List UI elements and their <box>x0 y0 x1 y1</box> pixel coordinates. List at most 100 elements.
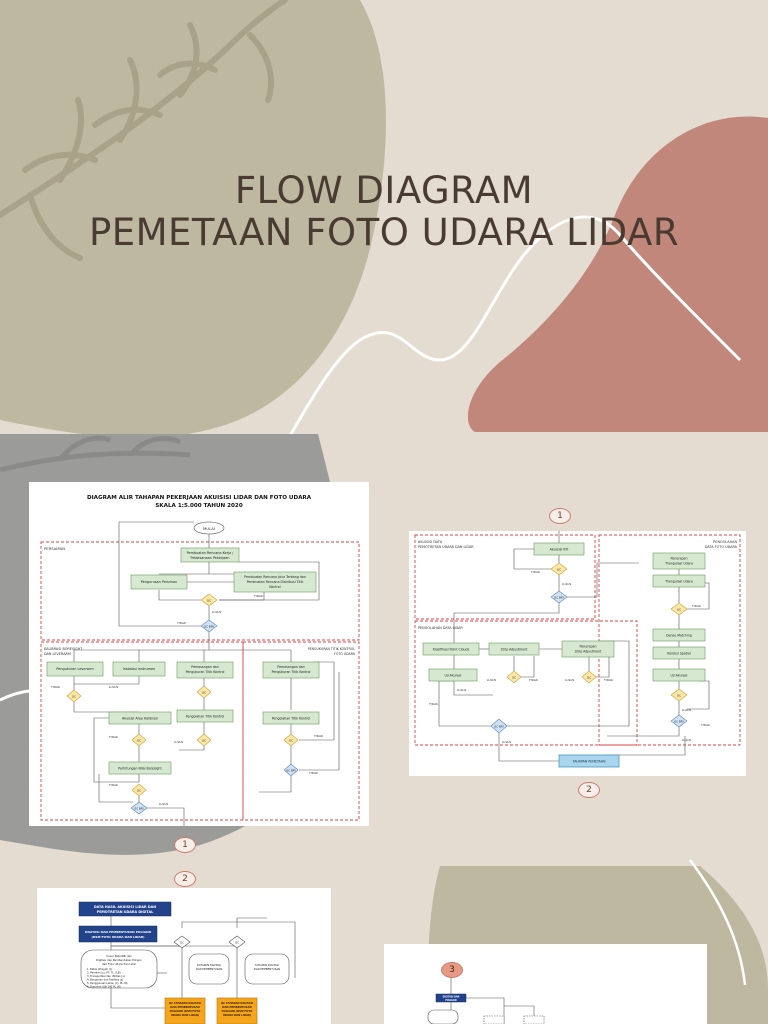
qc-diamond-persiapan <box>200 593 218 607</box>
lulus-r6: LULUS <box>457 688 466 692</box>
section-pengolahan-foto-frame <box>598 534 741 746</box>
qc-penerapan-strip-label: QC <box>587 676 591 680</box>
tidak-label-4: TIDAK <box>108 735 119 739</box>
box-pemasangan-tk-label1: Pemasangan dan <box>277 665 304 669</box>
note-mid <box>188 953 230 985</box>
note-br-right <box>523 1015 545 1024</box>
diagram-bottom-left-panel: DATA HASIL AKUISISI LIDAR DAN PEMOTRETAN… <box>37 888 331 1024</box>
lulus-r7: LULUS <box>502 740 511 744</box>
note-right-label2: DAN PEMBENTUKAN <box>254 967 280 971</box>
tidak-label-1: TIDAK <box>253 594 264 598</box>
box-digitasi <box>78 925 158 943</box>
qc-bl1-label: QC <box>180 941 184 945</box>
box-instalasi-label: Instalasi Instrumen <box>123 667 155 671</box>
note-unsur-item2: 2. Perairan (y), PT, TL, (LB) <box>87 971 121 975</box>
tidak-label-5: TIDAK <box>313 734 324 738</box>
qc-bl2-label: QC <box>235 941 239 945</box>
note-unsur-item3: 3. Transportasi dan Utilitas (u) <box>87 974 125 978</box>
box-br-top-label2: POLIGON <box>445 999 456 1002</box>
section-persiapan-label: PERSIAPAN <box>44 546 65 551</box>
marker-2-left: 2 <box>174 871 196 887</box>
box-br-top <box>435 993 467 1003</box>
box-pemasangan-tk-label2: Pengukuran Titik Kontrol <box>272 670 311 674</box>
qc-diamond-perhitungan <box>131 783 147 797</box>
diagram-right-panel: AKUISISI DATA PEMOTRETAN UDARA DAN LIDAR… <box>409 531 746 776</box>
box-data-hasil <box>78 901 172 917</box>
diagram-main-title: DIAGRAM ALIR TAHAPAN PEKERJAAN AKUISISI … <box>87 495 312 501</box>
box-pengurusan-label: Pengurusan Perizinan <box>141 580 178 584</box>
box-digitasi-label2: (DSM FOTO UDARA DAN LIDAR) <box>91 935 145 939</box>
diagram-main-panel: DIAGRAM ALIR TAHAPAN PEKERJAAN AKUISISI … <box>29 482 369 826</box>
box-qc-orange-2-label2: DAN PEMBENTUKAN <box>222 1005 251 1009</box>
box-penerapan-label1: Penerapan <box>670 557 687 561</box>
box-rencana-kerja <box>180 547 240 563</box>
qc-pengolahan-label: QC <box>202 739 206 743</box>
note-br-left <box>427 1009 459 1024</box>
olive-blob-top <box>0 0 386 438</box>
box-jalur-terbang-label2: Pembuatan Rencana Distribusi Titik <box>247 580 304 584</box>
note-unsur-item6: 6. Toponimi (LB) DKI PL (N) <box>87 985 121 989</box>
box-data-hasil-label2: PEMOTRETAN UDARA DIGITAL <box>97 910 154 914</box>
lulus-label-1: LULUS <box>212 610 221 614</box>
box-dense <box>652 628 706 642</box>
tidak-r5: TIDAK <box>603 678 614 682</box>
box-qc-orange-2-label4: UDARA DAN LIDAR) <box>223 1013 251 1017</box>
flow-lines-kalibrasi <box>73 640 340 826</box>
section-pengukuran-label2: FOTO UDARA <box>334 652 356 656</box>
tidak-label-3: TIDAK <box>50 685 61 689</box>
qc-bps-label-1: QC BPS <box>204 625 215 629</box>
qc-diamond-triangulasi <box>670 602 688 616</box>
box-uji-akurasi-lidar-label: Uji Akurasi <box>445 674 462 678</box>
lulus-r1: LULUS <box>562 582 571 586</box>
lulus-label-3: LULUS <box>174 740 183 744</box>
box-triangulasi <box>652 574 706 588</box>
box-pemasangan-tk <box>262 661 320 679</box>
qc-diamond-strip <box>506 670 522 684</box>
lulus-r2: LULUS <box>682 708 691 712</box>
qc-bps-diamond-1 <box>200 619 218 633</box>
section-pengukuran-frame <box>242 641 360 821</box>
qc-bps-label-2: QC BPS <box>134 807 144 811</box>
box-qc-orange-1-label3: POLIGON (DSM FOTO <box>170 1009 202 1013</box>
marker-1-bottom: 1 <box>174 837 196 853</box>
box-pemasangan <box>176 661 234 679</box>
box-jalur-terbang-label1: Pembuatan Rencana Jalur Terbang dan <box>244 575 306 579</box>
section-persiapan-frame <box>40 541 360 641</box>
box-pengolahan-tk2 <box>262 711 320 725</box>
qc-strip-label: QC <box>512 676 516 680</box>
tidak-r1: TIDAK <box>530 570 541 574</box>
qc-bps-diamond-lidar <box>490 718 508 734</box>
note-unsur-title1: Unsur Peta RBI dan <box>106 954 132 958</box>
slide-title-line2: PEMETAAN FOTO UDARA LIDAR <box>88 211 680 254</box>
terracotta-blob <box>467 116 768 432</box>
note-unsur-title2: Digitasi dan Pembentukan Poligon <box>96 958 142 962</box>
box-triangulasi-label: Triangulasi Udara <box>664 580 693 584</box>
box-jalur-terbang-label3: Kontrol <box>269 585 280 589</box>
qc-bps-foto-label: QC BPS <box>674 720 684 724</box>
box-strip-label: Strip Adjustment <box>501 648 529 652</box>
box-penerapan-strip <box>561 640 615 658</box>
box-tahapan-pemetaan <box>558 754 620 768</box>
box-qc-orange-1-label4: UDARA DAN LIDAR) <box>171 1013 199 1017</box>
box-jalur-terbang <box>233 571 317 593</box>
tidak-label-2: TIDAK <box>176 621 187 625</box>
box-qc-orange-1-label1: QC TAHAPAN DIGITASI <box>169 1001 201 1005</box>
qc-diamond-leverarm <box>66 689 82 703</box>
section-pengukuran-label1: PENGUKURAN TITIK KONTROL <box>308 647 355 651</box>
box-akuisisi-kalibrasi <box>108 711 172 725</box>
qc-bps-diamond-foto <box>670 714 688 728</box>
qc-diamond-tk2 <box>283 733 299 747</box>
qc-diamond-penerapan-strip <box>581 670 597 684</box>
qc-bps-lidar-label: QC BPS <box>494 725 504 729</box>
box-akuisisi-kalibrasi-label: Akuisisi Area Kalibrasi <box>122 717 158 721</box>
qc-diamond-bl2 <box>228 935 246 949</box>
box-koreksi-label: Koreksi Spatial <box>667 652 691 656</box>
note-unsur-peta <box>80 949 158 989</box>
note-unsur-title3: dari Foto Udara dan Lidar <box>102 962 137 966</box>
slide-title-line1: FLOW DIAGRAM <box>234 169 534 212</box>
box-pemasangan-label1: Pemasangan dan <box>191 665 218 669</box>
box-qc-orange-2-label3: POLIGON (DSM FOTO <box>222 1009 254 1013</box>
box-strip <box>488 642 540 656</box>
note-unsur-item1: 1. Batas Wilayah (x) <box>87 967 112 971</box>
qc-leverarm-label: QC <box>72 695 76 699</box>
